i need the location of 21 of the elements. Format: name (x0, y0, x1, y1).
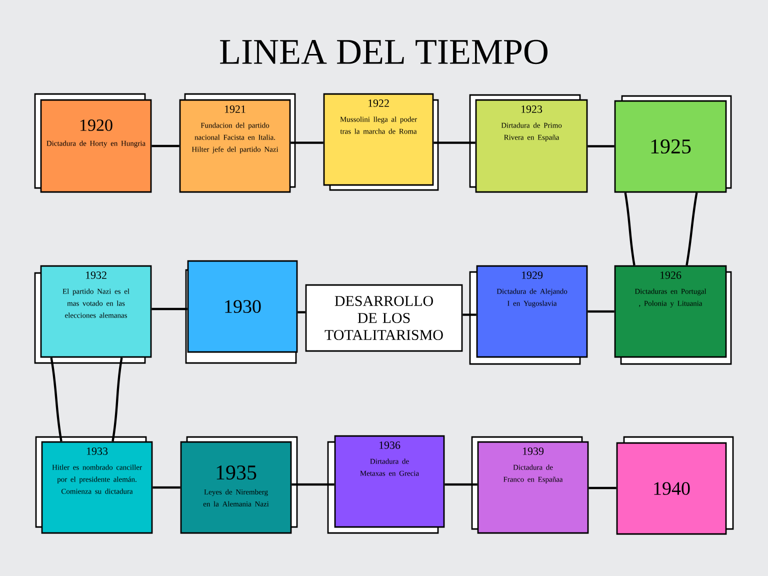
connector-line (152, 308, 188, 310)
connector-line (462, 314, 476, 316)
connector-line (292, 483, 334, 486)
connector-line (624, 192, 636, 266)
event-card: 1925 (614, 95, 732, 193)
connector-line (152, 486, 180, 489)
connector-line (434, 142, 476, 144)
connector-line (588, 310, 614, 313)
connector-line (152, 144, 180, 148)
event-card: 1940 (616, 436, 734, 535)
title-box: DESARROLLO DE LOS TOTALITARISMO (305, 284, 463, 352)
connector-line (112, 358, 123, 442)
connector-line (290, 142, 324, 144)
connector-line (444, 483, 478, 486)
event-card: 1930 (185, 260, 298, 364)
connector-line (50, 358, 62, 442)
connector-line (686, 192, 698, 266)
connector-line (588, 486, 616, 490)
connector-line (298, 311, 306, 314)
connector-line (588, 145, 614, 148)
title: LINEA DEL TIEMPO (220, 40, 548, 64)
